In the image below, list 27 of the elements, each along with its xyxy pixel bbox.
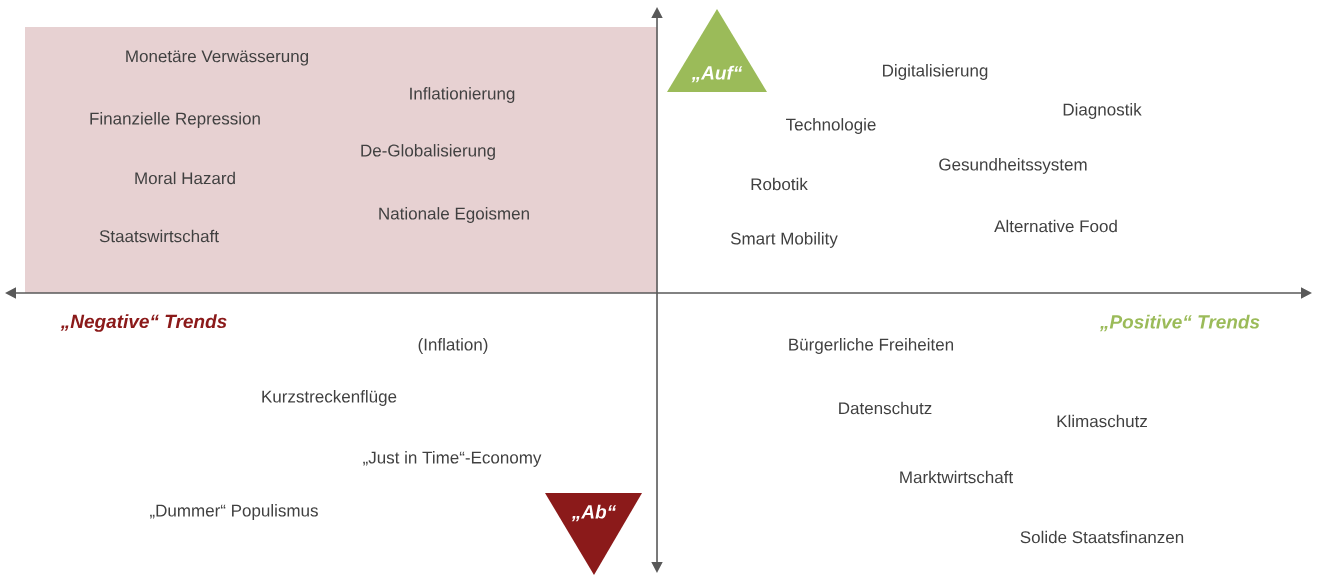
trend-label: De-Globalisierung: [361, 144, 495, 160]
trend-label: Robotik: [751, 177, 808, 191]
trend-label: Technologie: [786, 118, 876, 134]
trend-label: Smart Mobility: [730, 232, 838, 248]
trend-label: „Dummer“ Populismus: [150, 504, 318, 520]
trend-label: Finanzielle Repression: [90, 112, 260, 128]
trend-label: Bürgerliche Freiheiten: [789, 338, 953, 354]
down-triangle: „Ab“: [545, 493, 642, 575]
axis-label: „Positive“ Trends: [1099, 314, 1260, 332]
trend-label: Marktwirtschaft: [900, 470, 1013, 484]
axis-label: „Negative“ Trends: [60, 314, 227, 332]
trend-label: Moral Hazard: [135, 171, 235, 185]
trend-label: Kurzstreckenflüge: [262, 390, 397, 406]
trend-label: Solide Staatsfinanzen: [1020, 530, 1184, 544]
trend-label: (Inflation): [418, 338, 488, 354]
trend-label: Inflationierung: [410, 87, 515, 103]
trend-label: Klimaschutz: [1057, 414, 1147, 428]
trend-label: Nationale Egoismen: [379, 207, 529, 223]
up-triangle: „Auf“: [667, 9, 767, 92]
trend-label: „Just in Time“-Economy: [363, 451, 542, 467]
trend-label: Diagnostik: [1063, 103, 1142, 119]
trend-label: Staatswirtschaft: [99, 229, 219, 243]
trend-label: Gesundheitssystem: [939, 158, 1087, 174]
trend-label: Monetäre Verwässerung: [126, 50, 308, 66]
trend-label: Digitalisierung: [883, 64, 988, 80]
trend-label: Alternative Food: [994, 219, 1117, 233]
trend-label: Datenschutz: [839, 401, 932, 415]
